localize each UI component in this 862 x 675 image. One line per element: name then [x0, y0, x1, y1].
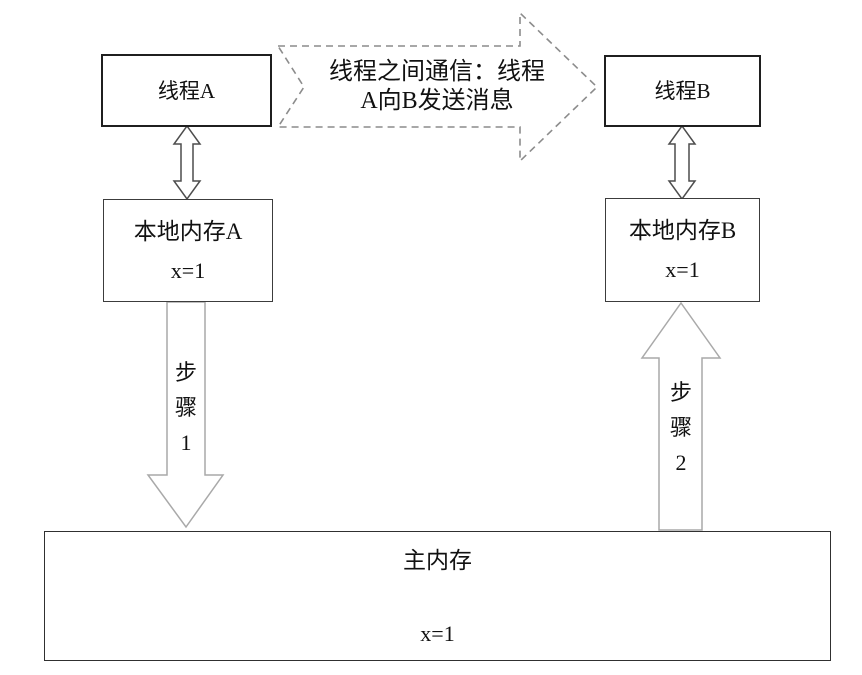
main-memory-box: 主内存 x=1 — [44, 531, 831, 661]
double-arrow-thread-b-local-b — [667, 124, 697, 201]
local-memory-b-box: 本地内存B x=1 — [605, 198, 760, 302]
double-arrow-thread-a-local-a — [172, 124, 202, 201]
thread-b-label: 线程B — [654, 79, 711, 103]
communication-dashed-arrow — [276, 11, 599, 163]
step1-label: 步骤1 — [174, 360, 197, 455]
local-memory-b-value: x=1 — [665, 257, 700, 282]
main-memory-title: 主内存 — [403, 548, 472, 573]
thread-b-box: 线程B — [604, 55, 761, 127]
step2-up-arrow — [640, 301, 722, 531]
step2-label: 步骤2 — [669, 380, 692, 475]
communication-text: 线程之间通信：线程 A向B发送消息 — [287, 58, 587, 116]
thread-a-label: 线程A — [157, 78, 216, 103]
local-memory-a-value: x=1 — [170, 257, 206, 283]
step1-down-arrow — [146, 301, 225, 529]
thread-a-box: 线程A — [101, 54, 272, 127]
communication-text-line2: A向B发送消息 — [360, 88, 514, 114]
local-memory-a-box: 本地内存A x=1 — [103, 199, 273, 302]
main-memory-value: x=1 — [420, 621, 455, 646]
local-memory-b-title: 本地内存B — [628, 218, 737, 243]
local-memory-a-title: 本地内存A — [133, 218, 243, 244]
communication-text-line1: 线程之间通信：线程 — [329, 59, 545, 85]
